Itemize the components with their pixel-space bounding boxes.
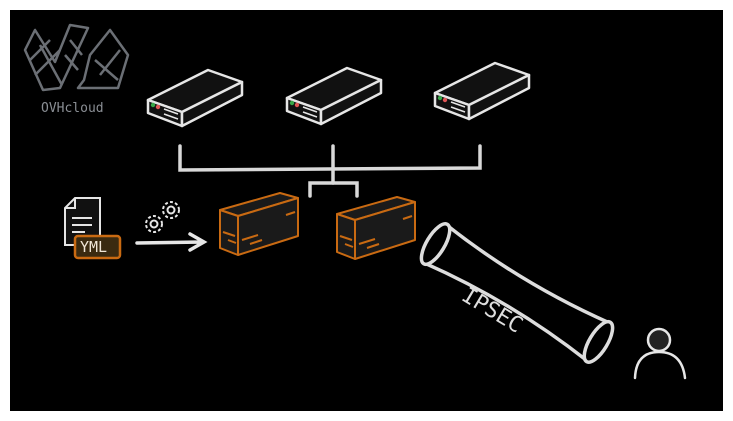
ovhcloud-label: OVHcloud — [41, 101, 104, 116]
yml-label: YML — [80, 238, 108, 256]
server-icon — [146, 68, 244, 128]
connection-bracket — [178, 144, 482, 198]
ipsec-tunnel — [419, 222, 615, 364]
yml-badge — [73, 234, 122, 260]
gears-icon — [145, 201, 180, 233]
user-icon — [633, 327, 687, 380]
arrow-icon — [135, 232, 208, 252]
firewall-icon — [336, 196, 416, 260]
ovhcloud-logo-icon — [23, 23, 130, 92]
firewall-icon — [219, 192, 299, 256]
server-icon — [285, 66, 383, 126]
server-icon — [433, 61, 531, 121]
